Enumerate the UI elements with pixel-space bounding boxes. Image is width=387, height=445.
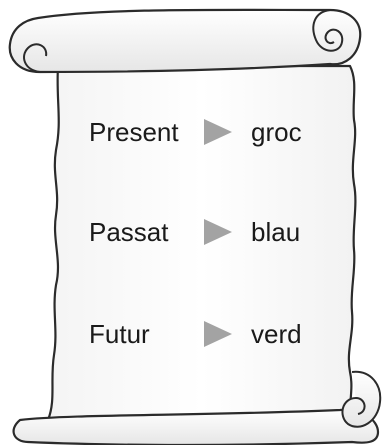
- tense-label: Passat: [89, 217, 169, 247]
- color-value: groc: [251, 117, 302, 147]
- scroll-bottom-roll: [12, 408, 380, 445]
- play-triangle-icon: [204, 321, 232, 347]
- scroll-top-right-curl: [312, 9, 344, 52]
- play-triangle-icon: [204, 119, 232, 145]
- scroll-top-roll: [8, 8, 362, 74]
- tense-label: Present: [89, 117, 179, 147]
- play-triangle-icon: [204, 219, 232, 245]
- scroll-bottom-right-curl: [341, 370, 382, 428]
- tense-row-future: Futur verd: [0, 314, 387, 354]
- color-value: verd: [251, 319, 302, 349]
- tense-row-present: Present groc: [0, 112, 387, 152]
- tense-row-past: Passat blau: [0, 212, 387, 252]
- scroll-top-roll-curl: [23, 43, 48, 73]
- color-value: blau: [251, 217, 301, 247]
- tense-label: Futur: [89, 319, 150, 349]
